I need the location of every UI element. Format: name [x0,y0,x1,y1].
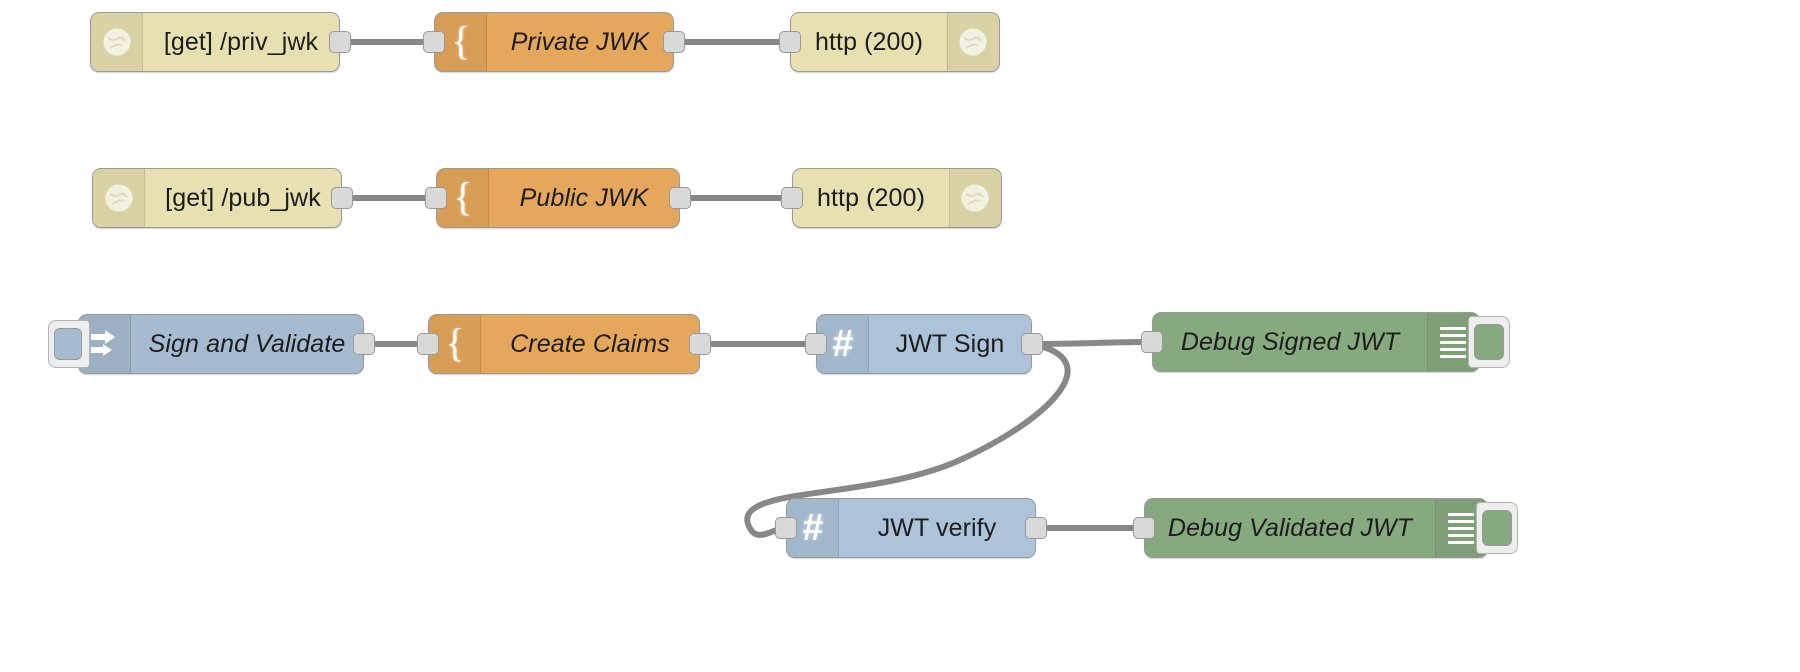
node-output-port[interactable] [663,31,685,53]
node-http-in-pub[interactable]: [get] /pub_jwk [92,168,353,228]
node-http-response-priv[interactable]: http (200) [779,12,1000,72]
node-http-response-pub[interactable]: http (200) [781,168,1002,228]
node-body: [get] /priv_jwk [91,13,339,71]
node-input-port[interactable] [417,333,439,355]
node-label: Create Claims [510,329,670,358]
node-label: JWT verify [877,513,997,542]
node-body: [get] /pub_jwk [93,169,341,227]
node-icon-tray: # [817,315,869,373]
node-input-port[interactable] [779,31,801,53]
node-body: # JWT Sign [817,315,1031,373]
inject-button[interactable] [48,320,90,368]
node-label: Sign and Validate [148,329,346,358]
globe-icon [102,181,136,215]
node-output-port[interactable] [1025,517,1047,539]
node-function-create-claims[interactable]: { Create Claims [417,314,711,374]
node-icon-tray [91,13,143,71]
node-label: JWT Sign [895,329,1005,358]
node-icon-tray [93,169,145,227]
node-input-port[interactable] [775,517,797,539]
node-function-public-jwk[interactable]: { Public JWK [425,168,691,228]
brace-icon: { [453,174,473,219]
node-jwt-sign[interactable]: # JWT Sign [805,314,1043,374]
node-icon-tray: { [429,315,481,373]
node-output-port[interactable] [353,333,375,355]
node-body: { Public JWK [437,169,679,227]
node-output-port[interactable] [1021,333,1043,355]
node-input-port[interactable] [425,187,447,209]
node-output-port[interactable] [689,333,711,355]
node-icon-tray: { [437,169,489,227]
node-output-port[interactable] [331,187,353,209]
node-output-port[interactable] [669,187,691,209]
node-body: { Create Claims [429,315,699,373]
node-label: Debug Validated JWT [1167,513,1413,542]
node-body: Debug Validated JWT [1145,499,1487,557]
node-body: Sign and Validate [79,315,363,373]
node-output-port[interactable] [329,31,351,53]
globe-icon [100,25,134,59]
node-label: Public JWK [519,183,649,212]
node-body: # JWT verify [787,499,1035,557]
node-body: Debug Signed JWT [1153,313,1479,371]
node-label: Private JWK [510,27,650,56]
node-label: http (200) [814,27,923,56]
globe-icon [956,25,990,59]
node-input-port[interactable] [781,187,803,209]
node-icon-tray [947,13,999,71]
debug-toggle-button[interactable] [1468,316,1510,368]
node-inject-sign-and-validate[interactable]: Sign and Validate [48,314,375,374]
debug-lines-icon [1440,326,1466,358]
globe-icon [958,181,992,215]
debug-lines-icon [1448,512,1474,544]
node-label: [get] /priv_jwk [163,27,319,56]
node-body: http (200) [793,169,1001,227]
node-body: { Private JWK [435,13,673,71]
brace-icon: { [451,18,471,63]
node-function-private-jwk[interactable]: { Private JWK [423,12,685,72]
node-debug-signed-jwt[interactable]: Debug Signed JWT [1141,312,1510,372]
node-input-port[interactable] [1133,517,1155,539]
node-input-port[interactable] [423,31,445,53]
node-input-port[interactable] [805,333,827,355]
node-input-port[interactable] [1141,331,1163,353]
hash-icon: # [832,323,854,365]
node-label: [get] /pub_jwk [165,183,321,212]
node-http-in-priv[interactable]: [get] /priv_jwk [90,12,351,72]
inject-arrow-icon [87,327,123,361]
wire-jwt-sign-to-debug-signed-jwt[interactable] [1029,339,1155,347]
brace-icon: { [445,320,465,365]
node-label: Debug Signed JWT [1180,327,1400,356]
node-body: http (200) [791,13,999,71]
debug-toggle-button[interactable] [1476,502,1518,554]
node-debug-validated-jwt[interactable]: Debug Validated JWT [1133,498,1518,558]
node-label: http (200) [816,183,925,212]
node-jwt-verify[interactable]: # JWT verify [775,498,1047,558]
node-icon-tray [949,169,1001,227]
hash-icon: # [802,507,824,549]
